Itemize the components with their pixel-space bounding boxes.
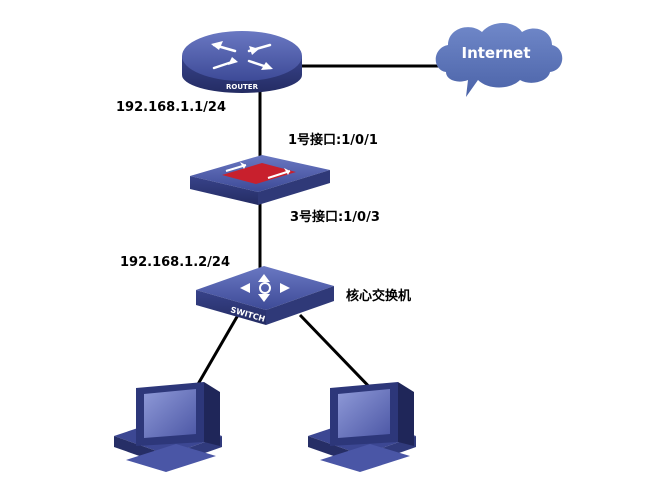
internet-cloud-icon: Internet	[435, 23, 563, 97]
links	[188, 64, 440, 400]
computer-right	[308, 382, 416, 472]
firewall-port-up-label: 1号接口:1/0/1	[288, 133, 378, 148]
link-switch-pc-right	[298, 313, 382, 400]
switch-icon: SWITCH	[196, 266, 334, 325]
router-icon: ROUTER	[182, 31, 302, 93]
router-ip-label: 192.168.1.1/24	[116, 100, 227, 115]
firewall-icon	[190, 155, 330, 205]
router-label: ROUTER	[226, 83, 259, 91]
switch-ip-label: 192.168.1.2/24	[120, 255, 231, 270]
core-switch-name-label: 核心交换机	[346, 289, 412, 304]
internet-label: Internet	[461, 44, 530, 62]
firewall-port-down-label: 3号接口:1/0/3	[290, 210, 380, 225]
computer-left	[114, 382, 222, 472]
